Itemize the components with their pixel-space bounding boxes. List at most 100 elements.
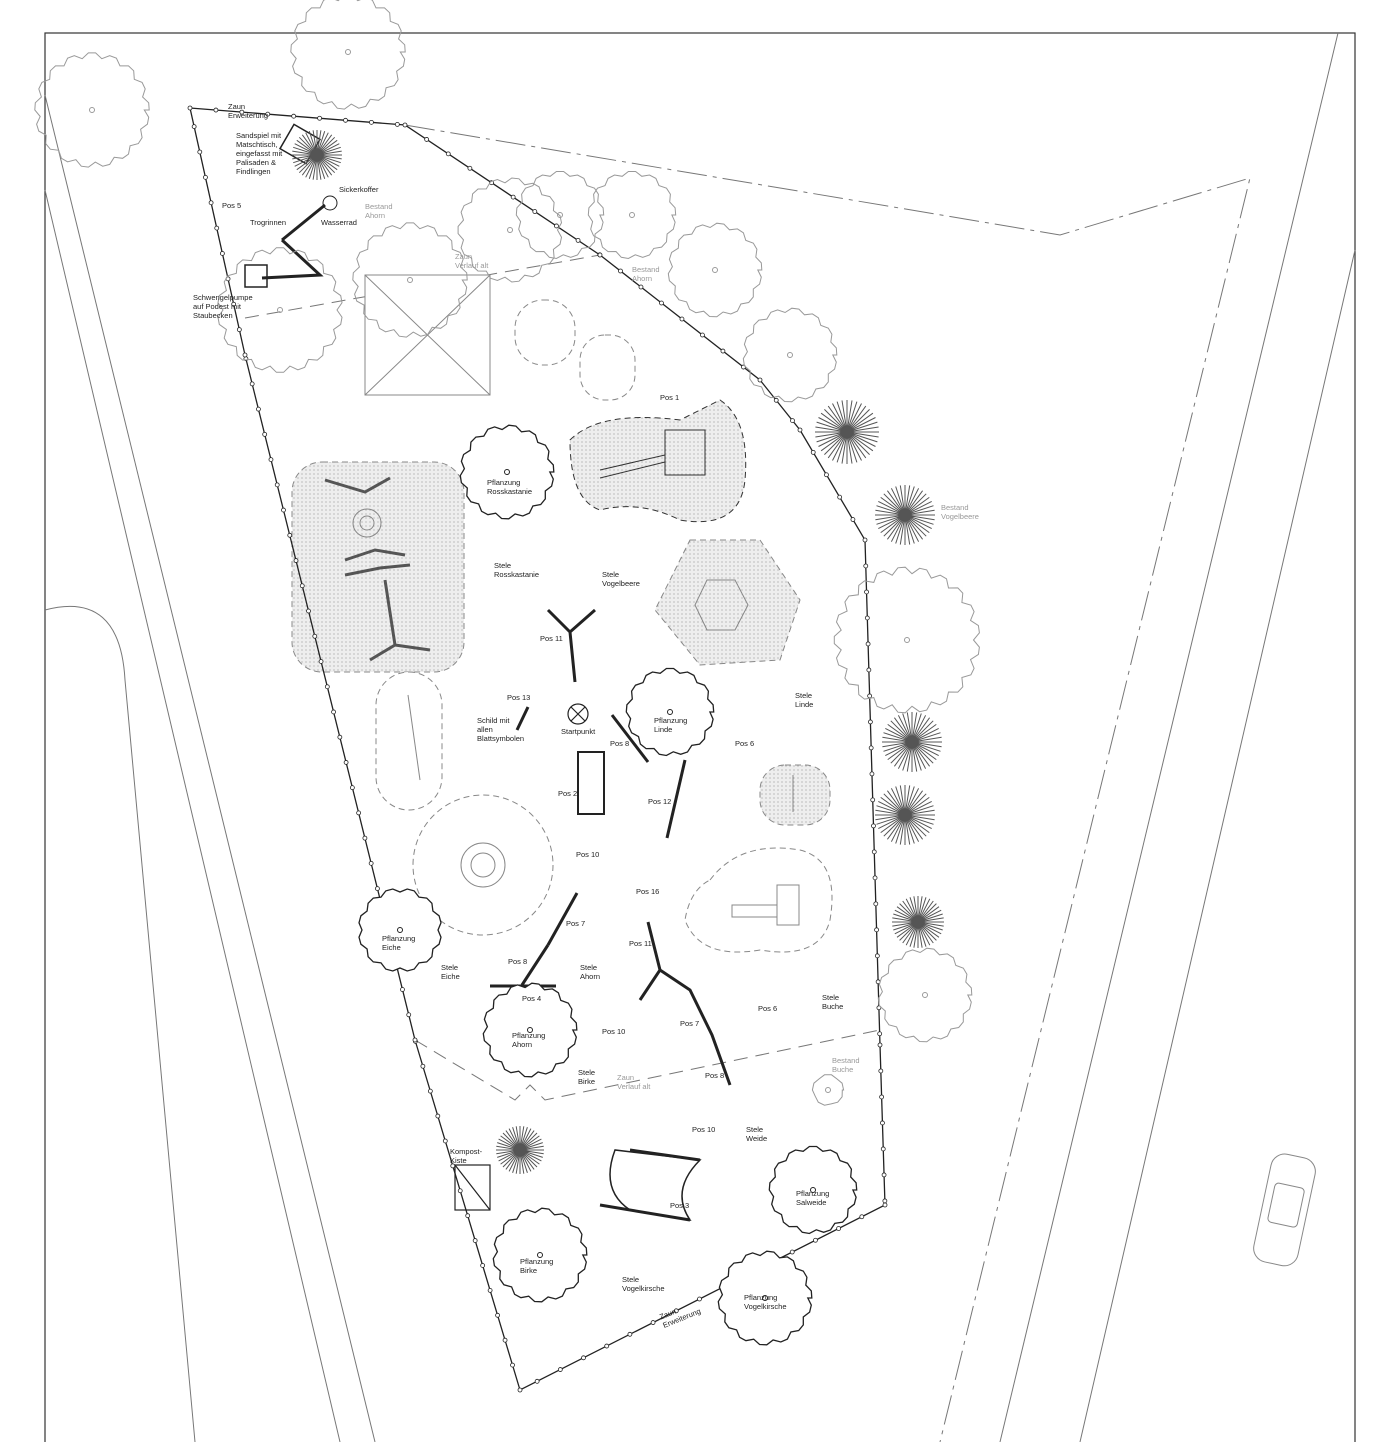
path-elements — [244, 123, 732, 1222]
label-pos-7: Pos 7 — [566, 919, 586, 928]
fence-post — [480, 1263, 486, 1268]
fence-post — [575, 237, 581, 243]
fence-post — [203, 174, 208, 180]
play-surfaces — [291, 274, 833, 953]
fence-post — [510, 1362, 515, 1368]
tree-center — [407, 277, 413, 283]
fence-post — [435, 1113, 441, 1119]
tree-center — [712, 267, 718, 273]
fence-post — [187, 105, 193, 111]
label-stele-linde: Stele Linde — [795, 691, 814, 709]
label-stele-vogelbeere: Stele Vogelbeere — [602, 570, 640, 588]
fence-post — [534, 1378, 540, 1384]
label-pflanzung-rosskastanie: Pflanzung Rosskastanie — [487, 478, 533, 496]
planted-tree — [625, 667, 715, 757]
label-pos-10-b: Pos 10 — [602, 1027, 626, 1036]
fence-post — [502, 1337, 508, 1343]
fence-post — [618, 268, 623, 274]
label-pos-8-c: Pos 8 — [705, 1071, 725, 1080]
fence-post — [773, 397, 779, 403]
label-wasserrad: Wasserrad — [321, 218, 357, 227]
shrub — [875, 485, 935, 545]
fence-post — [197, 149, 203, 155]
fence-post — [239, 109, 245, 115]
fence-post — [400, 987, 405, 992]
label-stele-buche: Stele Buche — [822, 993, 844, 1011]
fence-post — [208, 200, 214, 206]
fence-post — [424, 137, 430, 142]
fence-post — [467, 165, 473, 171]
label-bestand-ahorn: Bestand Ahorn — [365, 202, 393, 220]
fence-post — [880, 1146, 886, 1152]
fence-post — [864, 589, 869, 595]
fence-post — [836, 1226, 842, 1231]
label-pos-10-c: Pos 10 — [692, 1125, 716, 1134]
tree-center — [904, 637, 910, 643]
tree-center — [397, 927, 403, 933]
label-schwengelpumpe: Schwengelpumpe auf Podest mit Staubecken — [193, 293, 253, 320]
existing-tree — [352, 222, 468, 338]
shrub — [292, 130, 342, 180]
fence-post — [299, 583, 305, 589]
existing-tree — [667, 222, 763, 318]
fence-post — [650, 1320, 656, 1325]
fence-post — [291, 113, 297, 119]
label-pos-7-b: Pos 7 — [680, 1019, 700, 1028]
label-stele-ahorn: Stele Ahorn — [580, 963, 601, 981]
label-pos-10: Pos 10 — [576, 850, 600, 859]
label-stele-birke: Stele Birke — [578, 1068, 596, 1086]
fence-post — [356, 810, 362, 816]
label-zaun-verlauf-alt: Zaun Verlauf alt — [455, 252, 489, 270]
fence-post — [517, 1387, 523, 1393]
existing-tree — [833, 566, 980, 714]
fence-post — [597, 252, 603, 258]
fence-post — [868, 745, 874, 751]
fence-post — [191, 124, 197, 129]
planted-tree — [768, 1145, 858, 1235]
fence-post — [679, 316, 685, 322]
fence-post — [882, 1198, 888, 1204]
fence-post — [557, 1367, 563, 1372]
existing-tree — [217, 247, 343, 373]
fence-post — [231, 301, 237, 307]
fence-post — [236, 327, 242, 333]
fence-post — [362, 835, 368, 841]
fence-post — [274, 482, 280, 488]
planted-tree — [358, 888, 442, 972]
fence-post — [877, 1031, 883, 1037]
shrub — [815, 400, 879, 464]
label-pos-4: Pos 4 — [522, 994, 542, 1003]
tree-center — [557, 212, 563, 218]
fence-post — [281, 507, 286, 513]
fence-post — [487, 1287, 493, 1293]
fence-post — [312, 633, 318, 639]
fence-post — [862, 537, 868, 543]
tree-center — [345, 49, 351, 55]
fence-post — [306, 608, 311, 614]
label-pflanzung-linde: Pflanzung Linde — [654, 716, 688, 734]
label-stele-weide: Stele Weide — [746, 1125, 768, 1143]
fence-post — [472, 1238, 478, 1243]
fence-post — [293, 558, 299, 563]
label-stele-rosskastanie: Stele Rosskastanie — [494, 561, 540, 579]
car — [1253, 1153, 1316, 1267]
fence-post — [249, 381, 255, 387]
fence-post — [874, 927, 879, 933]
label-pflanzung-birke: Pflanzung Birke — [520, 1257, 554, 1275]
fence-post — [824, 472, 829, 478]
fence-post — [757, 377, 763, 383]
label-pos-12: Pos 12 — [648, 797, 672, 806]
tree-center — [89, 107, 95, 113]
fence-post — [337, 734, 343, 740]
shrub — [875, 785, 935, 845]
label-bestand-buche: Bestand Buche — [832, 1056, 860, 1074]
tree-center — [810, 1187, 816, 1193]
fence-post — [214, 225, 220, 231]
label-pflanzung-vogelkirsche: Pflanzung Vogelkirsche — [744, 1293, 787, 1311]
fence-post — [450, 1163, 456, 1169]
fence-post — [375, 886, 380, 891]
fence-post — [697, 1296, 702, 1302]
fence-post — [268, 457, 274, 463]
label-pos-1: Pos 1 — [660, 393, 680, 402]
